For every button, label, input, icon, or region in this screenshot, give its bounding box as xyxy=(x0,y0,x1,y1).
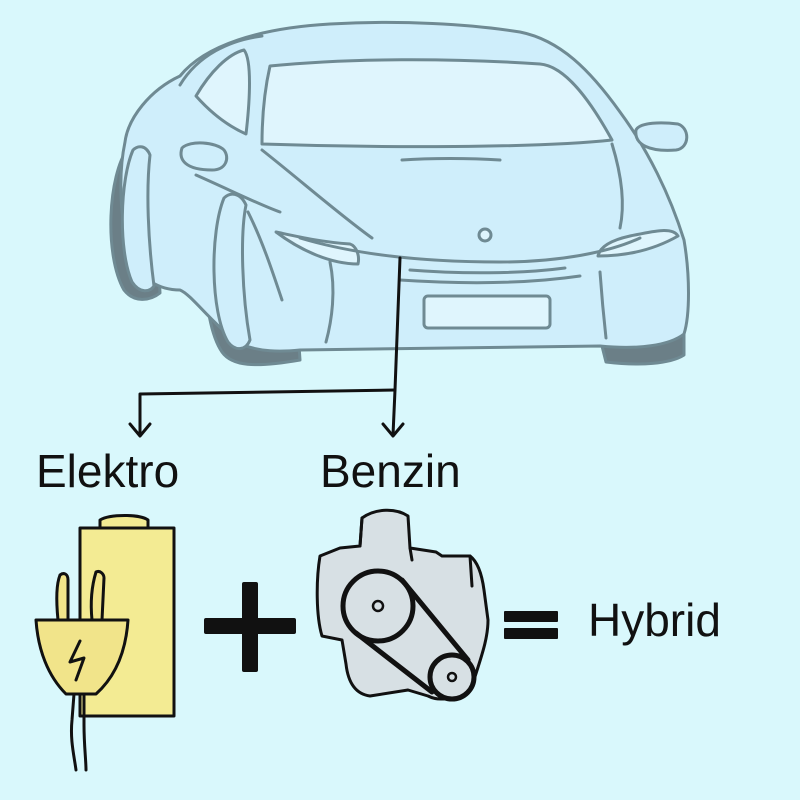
label-hybrid: Hybrid xyxy=(588,594,721,646)
label-benzin: Benzin xyxy=(320,445,461,497)
branch-arrows xyxy=(128,256,405,438)
side-window xyxy=(194,48,251,136)
grille-line xyxy=(408,266,567,275)
pulley-small xyxy=(427,652,477,702)
electric-plug-icon xyxy=(34,570,130,772)
equals-icon xyxy=(504,611,558,639)
windshield xyxy=(260,58,614,149)
combustion-engine-icon xyxy=(315,508,490,702)
side-line xyxy=(194,173,282,214)
pulley-large xyxy=(340,568,416,644)
hood-vent xyxy=(400,157,502,162)
bumper-line-right xyxy=(598,270,608,340)
hood-line-right xyxy=(610,142,624,230)
sports-car-icon xyxy=(109,20,690,367)
belt-lower xyxy=(353,630,435,695)
bonnet-edge xyxy=(298,236,642,264)
arrow-left-head xyxy=(128,422,152,438)
belt-upper xyxy=(399,577,471,663)
right-mirror xyxy=(634,121,689,152)
label-elektro: Elektro xyxy=(36,445,180,497)
grille-line-lower xyxy=(398,274,582,285)
plus-icon xyxy=(204,582,296,672)
arrow-stem xyxy=(393,256,402,392)
left-headlight xyxy=(274,230,360,266)
logo-icon xyxy=(477,227,493,243)
bumper-line-left xyxy=(324,260,335,344)
door-line xyxy=(246,210,284,302)
left-mirror xyxy=(179,141,229,172)
license-plate xyxy=(422,294,552,330)
front-left-rim xyxy=(212,192,252,350)
arrow-right-branch xyxy=(391,388,397,437)
arrow-right-head xyxy=(381,422,405,438)
rear-left-rim xyxy=(120,145,156,293)
hood-line-left xyxy=(260,148,374,240)
right-headlight xyxy=(596,229,680,258)
arrow-left-branch xyxy=(138,388,397,437)
roof-line xyxy=(178,34,264,87)
